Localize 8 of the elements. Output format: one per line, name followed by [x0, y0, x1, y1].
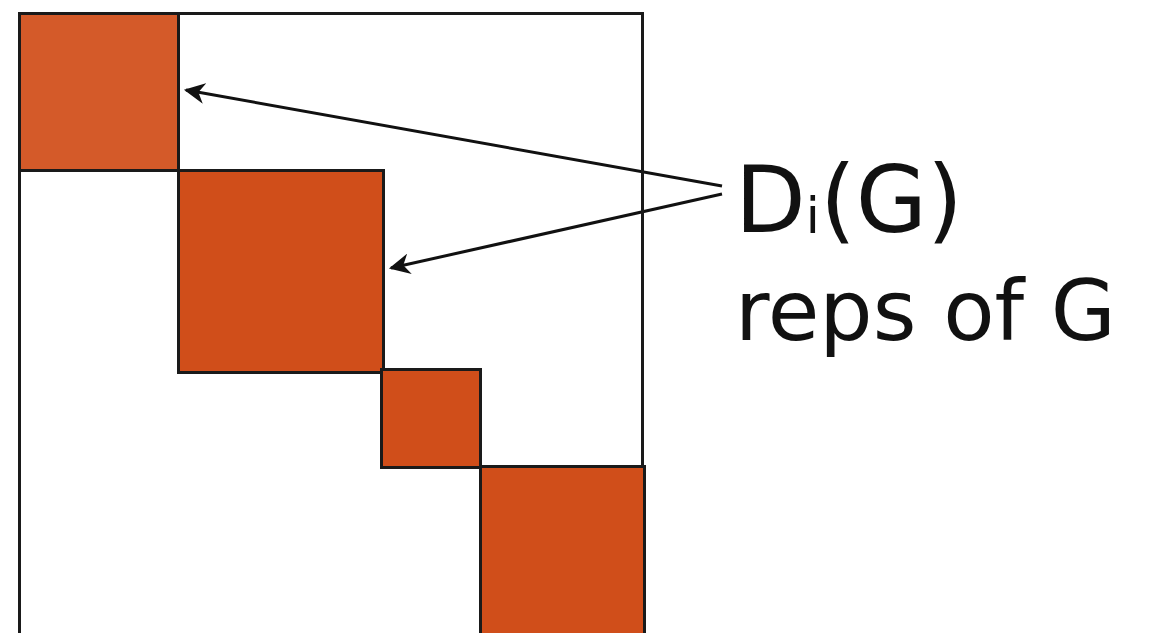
arrow [388, 192, 723, 275]
matrix-block [18, 12, 180, 172]
matrix-block [177, 169, 385, 374]
matrix-block [479, 465, 646, 633]
matrix-outline [18, 12, 644, 633]
matrix-block [380, 368, 482, 469]
arrow [183, 83, 723, 188]
description-label: reps of G [735, 265, 1117, 358]
